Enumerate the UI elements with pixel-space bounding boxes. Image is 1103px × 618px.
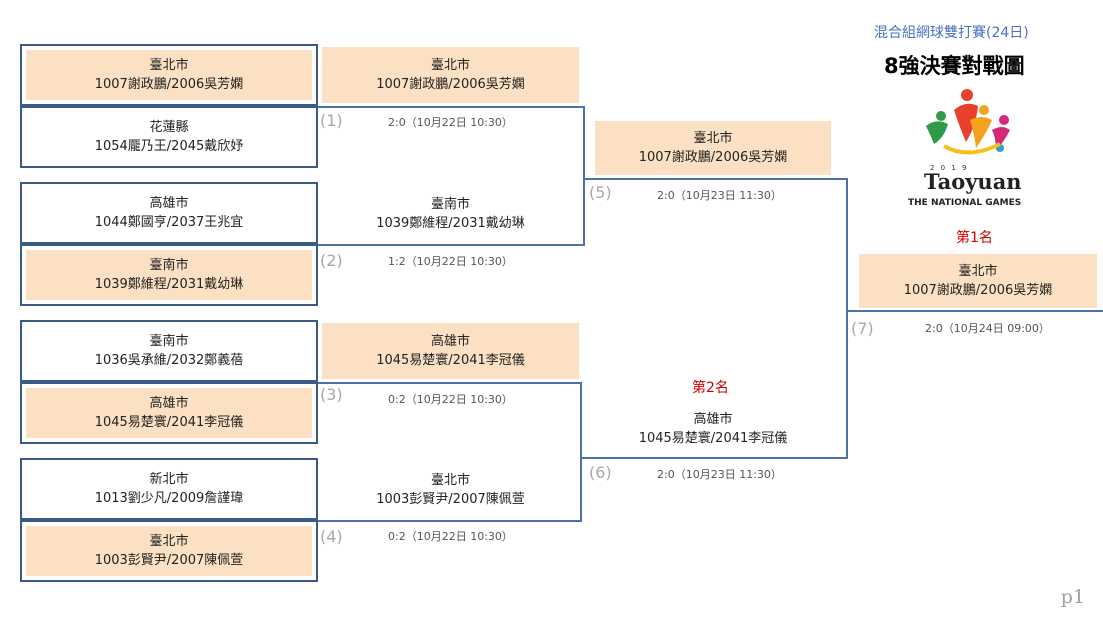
entry-1: 臺北市 1007謝政鵬/2006吳芳嫻: [20, 44, 318, 106]
bracket-line: [847, 310, 1103, 312]
match-number: (5): [589, 183, 612, 202]
entry-5: 臺南市 1036吳承維/2032鄭義蓓: [20, 320, 318, 382]
match-score: 0:2（10月22日 10:30）: [388, 393, 513, 406]
match-number: (7): [851, 319, 874, 338]
entry-city: 臺南市: [149, 334, 189, 349]
second-place-label: 第2名: [692, 380, 729, 396]
round2-slot-2: 臺南市 1039鄭維程/2031戴幼琳: [322, 186, 579, 242]
entry-city: 高雄市: [149, 396, 189, 411]
entry-city: 花蓮縣: [149, 120, 189, 135]
match-number: (2): [320, 251, 343, 270]
bracket-line: [846, 178, 848, 459]
entry-4: 臺南市 1039鄭維程/2031戴幼琳: [20, 244, 318, 306]
bracket-line: [583, 106, 585, 246]
slot-players: 1045易楚寰/2041李冠儀: [376, 353, 525, 368]
entry-players: 1013劉少凡/2009詹謹瑋: [94, 491, 244, 506]
page-title: 8強決賽對戰圖: [884, 54, 1025, 78]
match-score: 2:0（10月23日 11:30）: [657, 189, 782, 202]
slot-players: 1039鄭維程/2031戴幼琳: [376, 216, 525, 231]
bracket-line: [584, 178, 848, 180]
match-score: 1:2（10月22日 10:30）: [388, 255, 513, 268]
round2-slot-3: 高雄市 1045易楚寰/2041李冠儀: [322, 323, 579, 379]
slot-city: 臺南市: [430, 197, 470, 212]
match-number: (6): [589, 463, 612, 482]
bracket-line: [318, 244, 585, 246]
semi-slot-2: 高雄市 1045易楚寰/2041李冠儀: [595, 406, 831, 452]
entry-players: 1054龎乃王/2045戴欣妤: [94, 139, 244, 154]
slot-players: 1045易楚寰/2041李冠儀: [638, 431, 788, 446]
slot-city: 臺北市: [430, 58, 470, 73]
match-number: (1): [320, 111, 343, 130]
entry-players: 1045易楚寰/2041李冠儀: [94, 415, 244, 430]
slot-players: 1007謝政鵬/2006吳芳嫻: [376, 77, 525, 92]
logo-year: 2 0 1 9: [930, 164, 969, 172]
entry-8: 臺北市 1003彭賢尹/2007陳佩萱: [20, 520, 318, 582]
logo-figures-icon: [926, 89, 1010, 155]
match-score: 0:2（10月22日 10:30）: [388, 530, 513, 543]
slot-city: 臺北市: [430, 473, 470, 488]
match-score: 2:0（10月22日 10:30）: [388, 116, 513, 129]
entry-city: 高雄市: [149, 196, 189, 211]
entry-players: 1036吳承維/2032鄭義蓓: [94, 353, 244, 368]
page-label: p1: [1060, 586, 1085, 608]
slot-city: 高雄市: [693, 412, 733, 427]
match-number: (4): [320, 527, 343, 546]
round2-slot-1: 臺北市 1007謝政鵬/2006吳芳嫻: [322, 47, 579, 103]
entry-city: 新北市: [149, 472, 189, 487]
entry-2: 花蓮縣 1054龎乃王/2045戴欣妤: [20, 106, 318, 168]
match-score: 2:0（10月24日 09:00）: [925, 322, 1050, 335]
match-score: 2:0（10月23日 11:30）: [657, 468, 782, 481]
slot-city: 臺北市: [693, 131, 733, 146]
entry-city: 臺南市: [149, 258, 189, 273]
slot-players: 1007謝政鵬/2006吳芳嫻: [903, 283, 1053, 298]
bracket-line: [318, 382, 582, 384]
bracket-line: [582, 457, 848, 459]
entry-6: 高雄市 1045易楚寰/2041李冠儀: [20, 382, 318, 444]
logo-subtitle: THE NATIONAL GAMES: [908, 198, 1022, 208]
entry-players: 1003彭賢尹/2007陳佩萱: [94, 553, 244, 568]
taoyuan-logo: 2 0 1 9 Taoyuan THE NATIONAL GAMES: [904, 86, 1032, 212]
entry-players: 1044鄭國亨/2037王兆宜: [94, 215, 244, 230]
bracket-line: [580, 382, 582, 522]
match-number: (3): [320, 385, 343, 404]
slot-city: 臺北市: [958, 264, 998, 279]
round2-slot-4: 臺北市 1003彭賢尹/2007陳佩萱: [322, 462, 579, 518]
final-winner-slot: 臺北市 1007謝政鵬/2006吳芳嫻: [859, 254, 1097, 308]
event-subtitle: 混合組網球雙打賽(24日): [874, 25, 1029, 41]
slot-city: 高雄市: [430, 334, 470, 349]
first-place-label: 第1名: [956, 230, 993, 246]
entry-players: 1007謝政鵬/2006吳芳嫻: [94, 77, 244, 92]
logo-name: Taoyuan: [924, 169, 1022, 194]
slot-players: 1007謝政鵬/2006吳芳嫻: [638, 150, 788, 165]
entry-3: 高雄市 1044鄭國亨/2037王兆宜: [20, 182, 318, 244]
slot-players: 1003彭賢尹/2007陳佩萱: [376, 492, 525, 507]
semi-slot-1: 臺北市 1007謝政鵬/2006吳芳嫻: [595, 121, 831, 175]
entry-7: 新北市 1013劉少凡/2009詹謹瑋: [20, 458, 318, 520]
entry-city: 臺北市: [149, 58, 189, 73]
entry-players: 1039鄭維程/2031戴幼琳: [94, 277, 244, 292]
bracket-line: [318, 106, 585, 108]
entry-city: 臺北市: [149, 534, 189, 549]
bracket-line: [318, 520, 582, 522]
